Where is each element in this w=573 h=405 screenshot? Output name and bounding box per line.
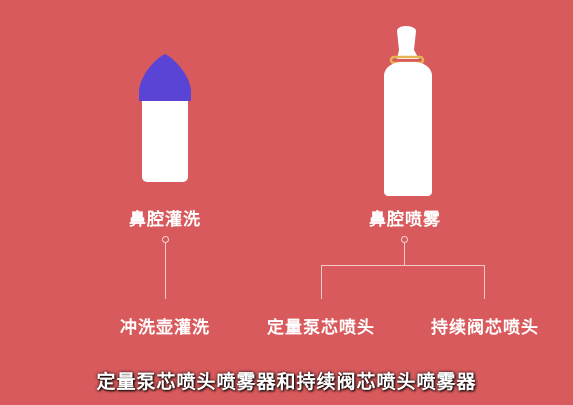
label-metered-pump-nozzle: 定量泵芯喷头 [267, 318, 375, 338]
connector-line-right-b [484, 265, 485, 299]
spray-nozzle [397, 26, 419, 59]
spray-body [384, 62, 432, 196]
irrigation-bottle-icon [139, 54, 191, 182]
connector-dot-left [162, 236, 169, 243]
video-caption: 定量泵芯喷头喷雾器和持续阀芯喷头喷雾器 [96, 371, 477, 393]
connector-line-right-stem [404, 243, 405, 265]
connector-line-right-horizontal [321, 265, 485, 266]
label-nasal-irrigation: 鼻腔灌洗 [129, 210, 201, 230]
label-nasal-spray: 鼻腔喷雾 [369, 210, 441, 230]
connector-dot-right [401, 236, 408, 243]
bottle-body [142, 96, 188, 182]
label-pot-irrigation: 冲洗壶灌洗 [120, 318, 210, 338]
connector-line-left [165, 243, 166, 299]
connector-line-right-a [321, 265, 322, 299]
label-continuous-valve-nozzle: 持续阀芯喷头 [431, 318, 539, 338]
spray-bottle-icon [384, 26, 432, 196]
bottle-cap [139, 54, 191, 101]
